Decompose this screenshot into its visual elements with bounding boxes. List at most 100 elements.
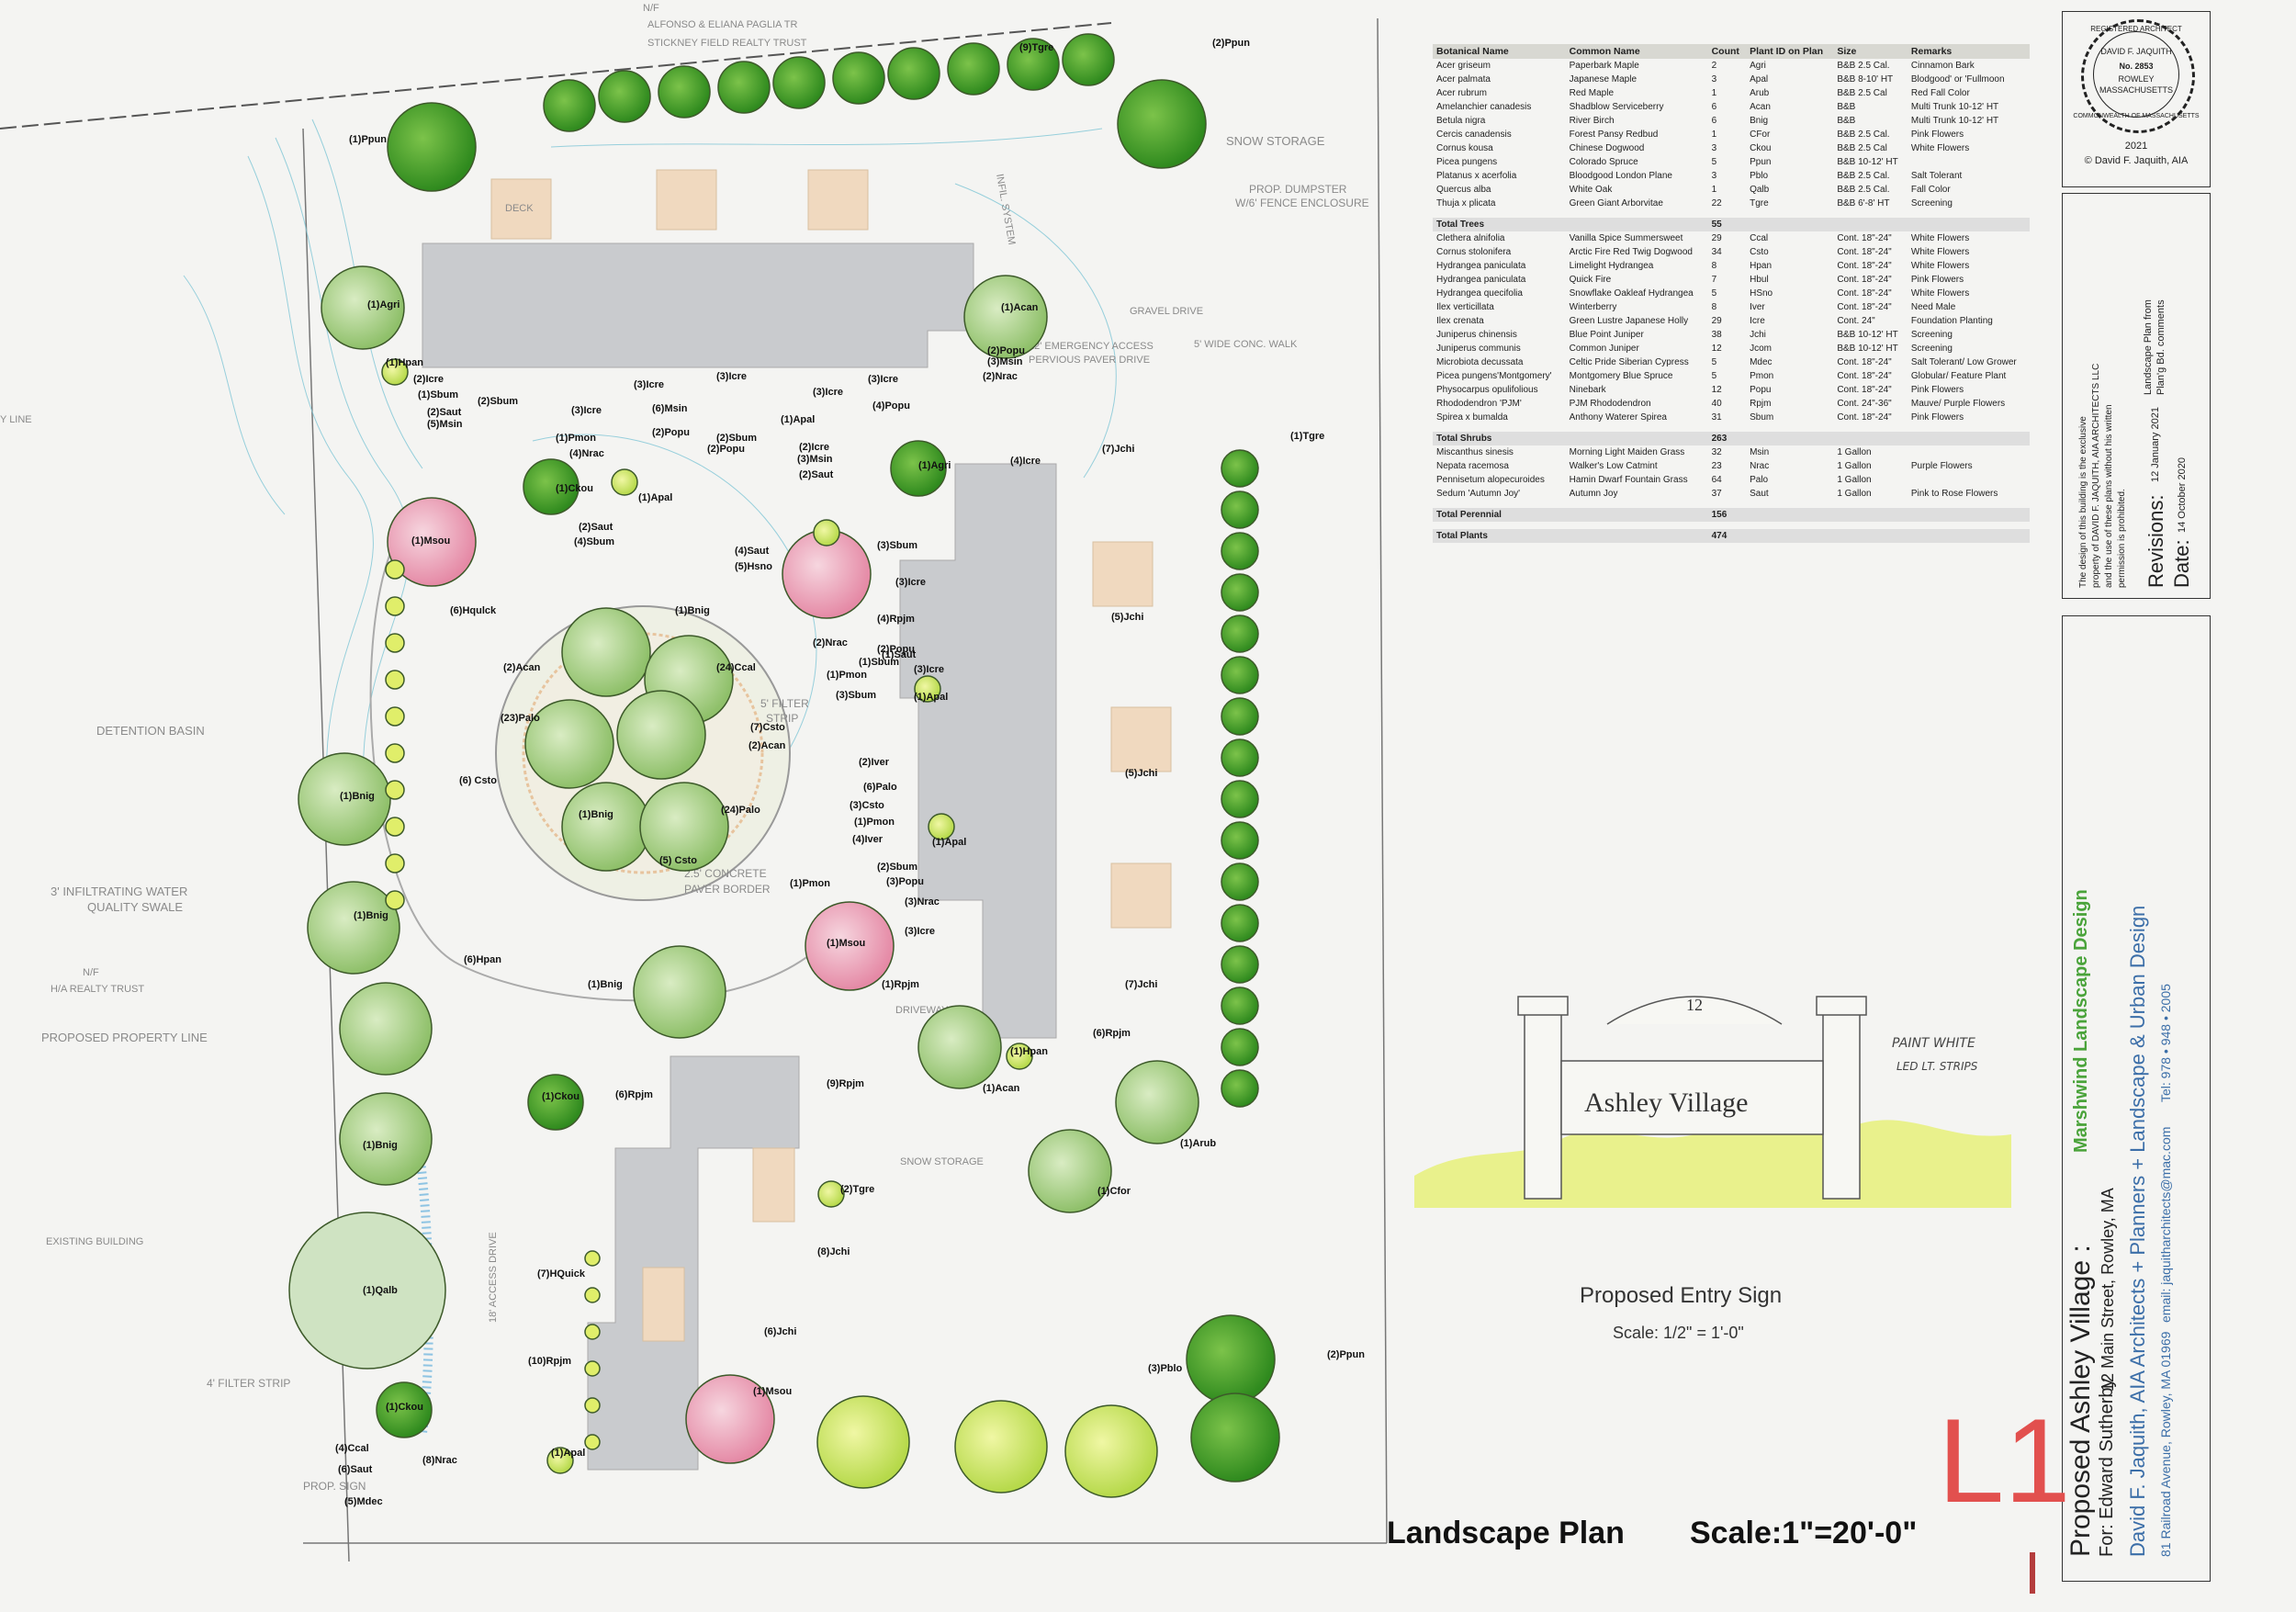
site-label-abutter-top-trust: STICKNEY FIELD REALTY TRUST xyxy=(647,38,807,49)
schedule-cell: Cont. 18"-24" xyxy=(1837,302,1892,312)
arborvitae-symbol xyxy=(1221,904,1259,942)
sheet-number: L1 xyxy=(1938,1393,2071,1527)
schedule-cell: Thuja x plicata xyxy=(1436,198,1496,209)
schedule-total-label: Total Trees xyxy=(1433,218,1708,231)
schedule-cell: Picea pungens xyxy=(1436,157,1498,167)
plant-label: (3)Sbum xyxy=(877,540,917,551)
plant-label: (6)Jchi xyxy=(764,1326,796,1337)
maple-symbol xyxy=(963,275,1048,359)
arborvitae-symbol xyxy=(598,70,651,123)
schedule-cell: Cont. 24" xyxy=(1837,316,1875,326)
site-label-filter-strip: 5' FILTER xyxy=(760,697,809,710)
schedule-cell: Iver xyxy=(1750,302,1765,312)
arborvitae-symbol xyxy=(1221,738,1259,777)
schedule-cell: B&B 2.5 Cal. xyxy=(1837,171,1890,181)
plant-label: (2)Saut xyxy=(579,522,613,533)
seal-state: MASSACHUSETTS xyxy=(2099,85,2173,95)
landscape-designer: Marshwind Landscape Design xyxy=(2071,889,2091,1153)
plant-label: (1)Msou xyxy=(411,535,450,547)
decks xyxy=(490,169,1172,1342)
plane-tree-symbol xyxy=(954,1400,1048,1494)
shrub-symbol xyxy=(584,1434,601,1450)
schedule-header-cell: Count xyxy=(1707,44,1747,59)
plant-label: (7)Jchi xyxy=(1125,979,1157,990)
plant-label: (4)Iver xyxy=(852,834,884,845)
revisions-note: Landscape Plan from xyxy=(2143,299,2154,395)
sign-text: Ashley Village xyxy=(1584,1088,1748,1118)
schedule-cell: Winterberry xyxy=(1569,302,1617,312)
plant-label: (1)Hpan xyxy=(1010,1046,1048,1057)
firm-phone: Tel: 978 • 948 • 2005 xyxy=(2158,984,2173,1102)
schedule-cell: Green Giant Arborvitae xyxy=(1569,198,1663,209)
plant-label: (4)Sbum xyxy=(574,536,614,547)
schedule-cell: Popu xyxy=(1750,385,1772,395)
schedule-cell: Paperbark Maple xyxy=(1569,61,1639,71)
schedule-cell: Hbul xyxy=(1750,275,1769,285)
schedule-cell: Cont. 18"-24" xyxy=(1837,357,1892,367)
schedule-total-filler xyxy=(1746,218,2030,231)
schedule-cell: Rpjm xyxy=(1750,399,1772,409)
plant-label: (10)Rpjm xyxy=(528,1356,571,1367)
birch-symbol xyxy=(561,607,651,697)
schedule-row: Picea pungens'Montgomery'Montgomery Blue… xyxy=(1433,369,2030,383)
sign-posts xyxy=(1517,996,1867,1200)
disclaimer-line-4: permission is prohibited. xyxy=(2117,489,2127,588)
schedule-cell: 5 xyxy=(1711,288,1717,299)
arborvitae-symbol xyxy=(1221,573,1259,612)
birch-symbol xyxy=(339,982,433,1076)
site-label-conc-walk: 5' WIDE CONC. WALK xyxy=(1194,339,1298,350)
shrub-symbol xyxy=(385,670,405,690)
site-label-existing-building: EXISTING BUILDING xyxy=(46,1236,143,1247)
plant-labels: (1)Ppun(9)Tgre(2)Ppun(1)Agri(1)Hpan(2)Ic… xyxy=(335,38,1365,1507)
plant-label: (3)Icre xyxy=(813,387,843,398)
arborvitae-symbol xyxy=(832,51,885,105)
shrub-symbol xyxy=(385,706,405,727)
schedule-cell: Tgre xyxy=(1750,198,1769,209)
schedule-cell: White Flowers xyxy=(1910,288,1970,299)
arborvitae-symbol xyxy=(1221,449,1259,488)
plant-label: (1)Hpan xyxy=(386,357,423,368)
plant-label: (1)Acan xyxy=(983,1083,1020,1094)
schedule-cell: Cont. 18"-24" xyxy=(1837,385,1892,395)
shrub-symbol xyxy=(1006,1043,1033,1070)
plant-label: (2)Iver xyxy=(859,757,890,768)
plant-label: (1)Cfor xyxy=(1097,1186,1131,1197)
schedule-cell: Bnig xyxy=(1750,116,1769,126)
schedule-cell: Cont. 18"-24" xyxy=(1837,233,1892,243)
plant-label: (23)Palo xyxy=(501,713,540,724)
schedule-cell: Pink Flowers xyxy=(1910,275,1964,285)
plant-label: (1)Rpjm xyxy=(882,979,919,990)
schedule-cell: Ppun xyxy=(1750,157,1772,167)
plant-label: (1)Arub xyxy=(1180,1138,1216,1149)
architect-seal: REGISTERED ARCHITECT DAVID F. JAQUITH No… xyxy=(2062,11,2211,187)
schedule-cell: Red Fall Color xyxy=(1910,88,1970,98)
plant-label: (1)Bnig xyxy=(588,979,623,990)
site-label-infiltrating-swale-2: QUALITY SWALE xyxy=(87,900,183,914)
plant-label: (9)Tgre xyxy=(1019,42,1053,53)
schedule-cell: 64 xyxy=(1711,475,1722,485)
schedule-cell: Green Lustre Japanese Holly xyxy=(1569,316,1689,326)
plant-label: (1)Ckou xyxy=(386,1402,423,1413)
arborvitae-symbol xyxy=(1062,33,1115,86)
schedule-header-cell: Plant ID on Plan xyxy=(1746,44,1834,59)
schedule-cell: Ilex verticillata xyxy=(1436,302,1494,312)
schedule-total-value: 474 xyxy=(1707,529,1747,543)
revisions-date: 12 January 2021 xyxy=(2150,407,2161,482)
dogwood-symbol xyxy=(890,440,947,497)
sign-ground-planting xyxy=(1414,1120,2011,1208)
schedule-cell: Quick Fire xyxy=(1569,275,1612,285)
site-label-dumpster-2: W/6' FENCE ENCLOSURE xyxy=(1235,197,1369,209)
plant-label: (4)Nrac xyxy=(569,448,604,459)
schedule-cell: Cont. 18"-24" xyxy=(1837,247,1892,257)
schedule-cell: HSno xyxy=(1750,288,1773,299)
infiltrating-swale xyxy=(413,1138,433,1434)
schedule-cell: White Oak xyxy=(1569,185,1613,195)
